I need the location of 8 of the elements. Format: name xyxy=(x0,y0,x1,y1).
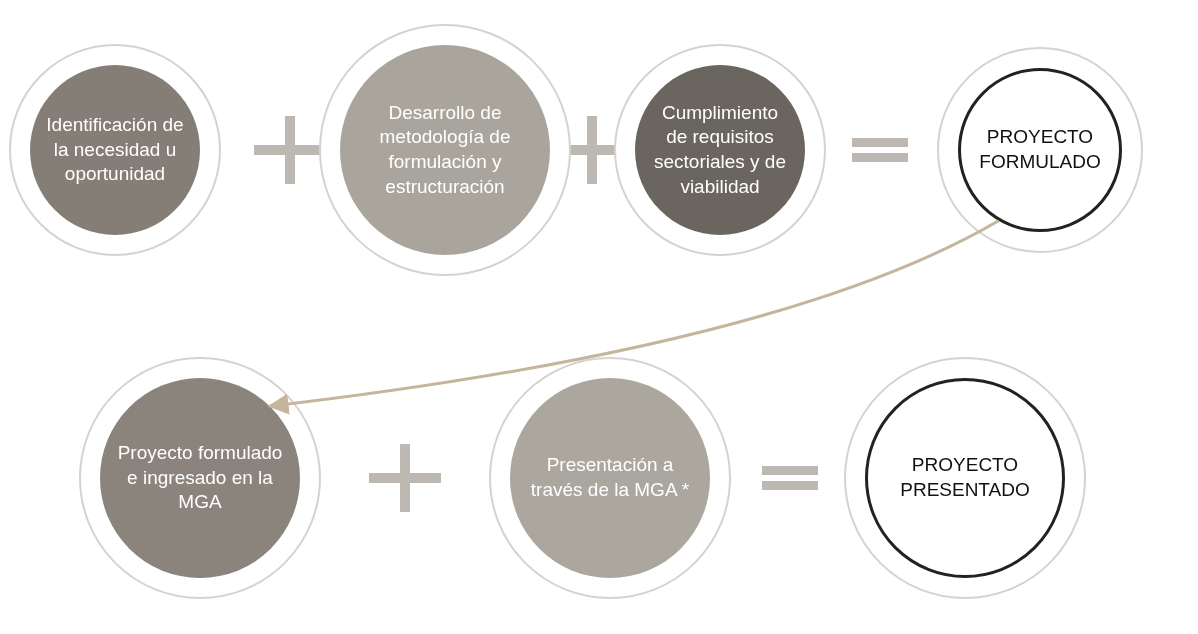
node-text: PROYECTO PRESENTADO xyxy=(899,453,1031,502)
node-text: Presentación a través de la MGA * xyxy=(529,453,691,502)
node-text: Desarrollo de metodología de formulación y estructuración xyxy=(378,100,512,199)
curved-arrow xyxy=(267,219,1000,415)
node-text: Proyecto formulado e ingresado en la MGA xyxy=(116,440,284,515)
node-text: PROYECTO FORMULADO xyxy=(978,125,1102,174)
node-text: Identificación de la necesidad u oportunidad xyxy=(45,112,185,187)
node-text: Cumplimiento de requisitos sectoriales y de viabilidad xyxy=(653,100,787,199)
